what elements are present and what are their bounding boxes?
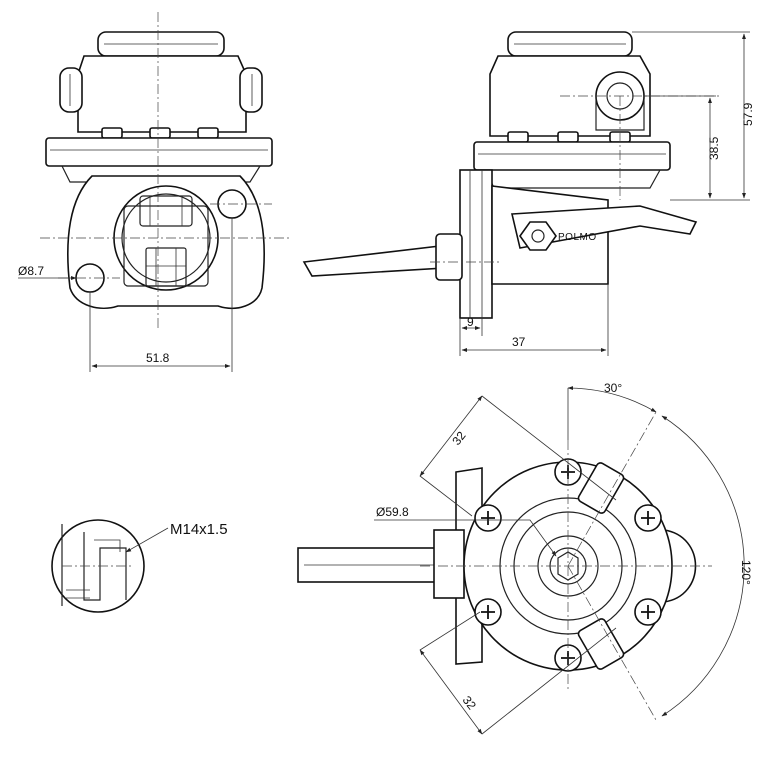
hole-diameter-label: Ø8.7 — [18, 264, 44, 278]
thread-detail — [51, 519, 145, 613]
side-view: POLMO — [302, 31, 720, 319]
bottom-view — [297, 411, 712, 721]
dimension-angle-large: 120° — [661, 415, 753, 717]
dimension-hole-diameter: Ø8.7 — [18, 264, 77, 280]
overall-height-label: 57.9 — [741, 102, 755, 126]
dimension-flange-thickness: 9 — [459, 315, 483, 356]
dimension-flange-width: 51.8 — [89, 218, 233, 372]
flange-width-label: 51.8 — [146, 351, 170, 365]
angle-large-label: 120° — [739, 560, 753, 585]
port-offset-bottom-label: 32 — [460, 693, 479, 712]
dimension-outlet-height: 38.5 — [644, 95, 721, 199]
thread-label: M14x1.5 — [170, 521, 228, 538]
port-offset-top-label: 32 — [449, 428, 468, 447]
dimension-overall-height: 57.9 — [632, 31, 755, 201]
front-view — [40, 12, 290, 330]
body-diameter-label: Ø59.8 — [376, 505, 409, 519]
thread-callout: M14x1.5 — [125, 521, 228, 553]
flange-thickness-label: 9 — [467, 315, 474, 329]
angle-small-label: 30° — [604, 381, 622, 395]
dimension-angle-small: 30° — [567, 381, 657, 440]
brand-label: POLMO — [558, 232, 597, 243]
lever-depth-label: 37 — [512, 335, 526, 349]
dimension-body-diameter: Ø59.8 — [374, 505, 557, 557]
outlet-height-label: 38.5 — [707, 136, 721, 160]
dimension-lever-depth: 37 — [461, 284, 609, 356]
